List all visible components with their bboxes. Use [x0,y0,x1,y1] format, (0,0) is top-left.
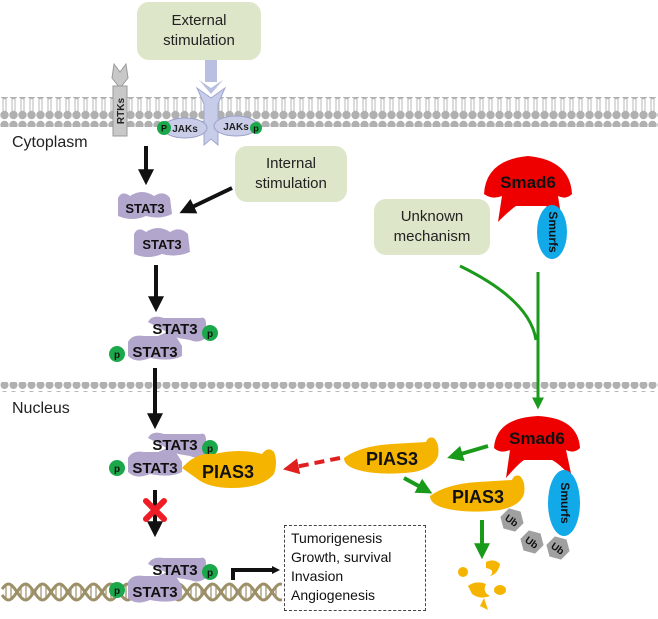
svg-text:Smurfs: Smurfs [546,211,560,253]
svg-text:PIAS3: PIAS3 [202,462,254,482]
svg-text:STAT3: STAT3 [125,201,164,216]
arrow-pias3-inhibits-stat3 [282,456,341,475]
arrow-pias3-ubiquitination [403,476,433,494]
phospho-jak-right [250,122,262,134]
svg-text:p: p [207,444,213,455]
svg-text:p: p [207,329,213,340]
svg-text:STAT3: STAT3 [132,344,177,361]
jak-left-label: JAKs [172,124,198,135]
arrow-smad6-to-pias3 [447,444,489,462]
unknown-mechanism-box: Unknown mechanism [374,199,490,255]
stat3-target-outcomes: Tumorigenesis Growth, survival Invasion … [284,525,426,611]
cell-membrane [0,97,658,127]
pias3-ubiquitinated: PIAS3 [430,475,525,512]
svg-text:STAT3: STAT3 [152,562,197,579]
pias3-bound: PIAS3 [182,449,276,488]
svg-text:Smad6: Smad6 [500,173,556,192]
nucleus-label: Nucleus [12,400,70,417]
ubiquitin-tag: Ub [520,530,544,554]
external-stimulation-box: External stimulation [137,2,261,60]
phospho-jak-left [157,121,171,135]
stat3-dimer-nucleus: STAT3 STAT3 p p [109,432,218,477]
arrow-unknown-to-smad6 [459,264,538,341]
smad6-nucleus: Smad6 [494,416,580,478]
stat3-dimer-dna: STAT3 STAT3 p p [109,557,218,603]
jak-right-label: JAKs [223,122,249,133]
svg-text:PIAS3: PIAS3 [366,449,418,469]
outcome-item: Invasion [291,568,344,584]
block-x-icon [143,498,167,522]
svg-text:PIAS3: PIAS3 [452,487,504,507]
outcome-item: Growth, survival [291,549,392,565]
transcription-start-arrow [231,568,272,580]
pias3-free: PIAS3 [344,437,439,474]
smurfs-cytoplasm: Smurfs [537,205,567,259]
svg-text:STAT3: STAT3 [152,437,197,454]
pias3-degraded-fragments [458,560,506,610]
outcome-item: Tumorigenesis [291,530,383,546]
svg-text:p: p [253,124,259,134]
nuclear-membrane [0,382,658,392]
smurfs-nucleus: Smurfs [548,470,580,536]
svg-text:Smurfs: Smurfs [558,482,572,524]
svg-text:p: p [114,464,120,475]
svg-text:p: p [207,568,213,579]
svg-text:P: P [161,124,167,134]
cytoplasm-label: Cytoplasm [12,134,88,151]
outcome-item: Angiogenesis [291,587,376,603]
svg-text:p: p [114,586,120,597]
svg-text:STAT3: STAT3 [152,321,197,338]
svg-text:STAT3: STAT3 [132,584,177,601]
arrow-internal-to-stat3 [179,186,233,214]
ubiquitin-tag: Ub [500,508,524,532]
ubiquitin-tag: Ub [546,536,570,560]
svg-text:p: p [114,350,120,361]
stat3-dimer-cytoplasm: STAT3 STAT3 p p [109,316,218,362]
rtks-label: RTKs [116,98,127,125]
svg-text:STAT3: STAT3 [142,237,181,252]
internal-stimulation-box: Internal stimulation [235,146,347,202]
svg-text:STAT3: STAT3 [132,460,177,477]
svg-text:Smad6: Smad6 [509,429,565,448]
stat3-monomer-1: STAT3 [118,192,172,219]
stat3-monomer-2: STAT3 [134,228,190,257]
rtk-receptor: RTKs [111,62,129,137]
